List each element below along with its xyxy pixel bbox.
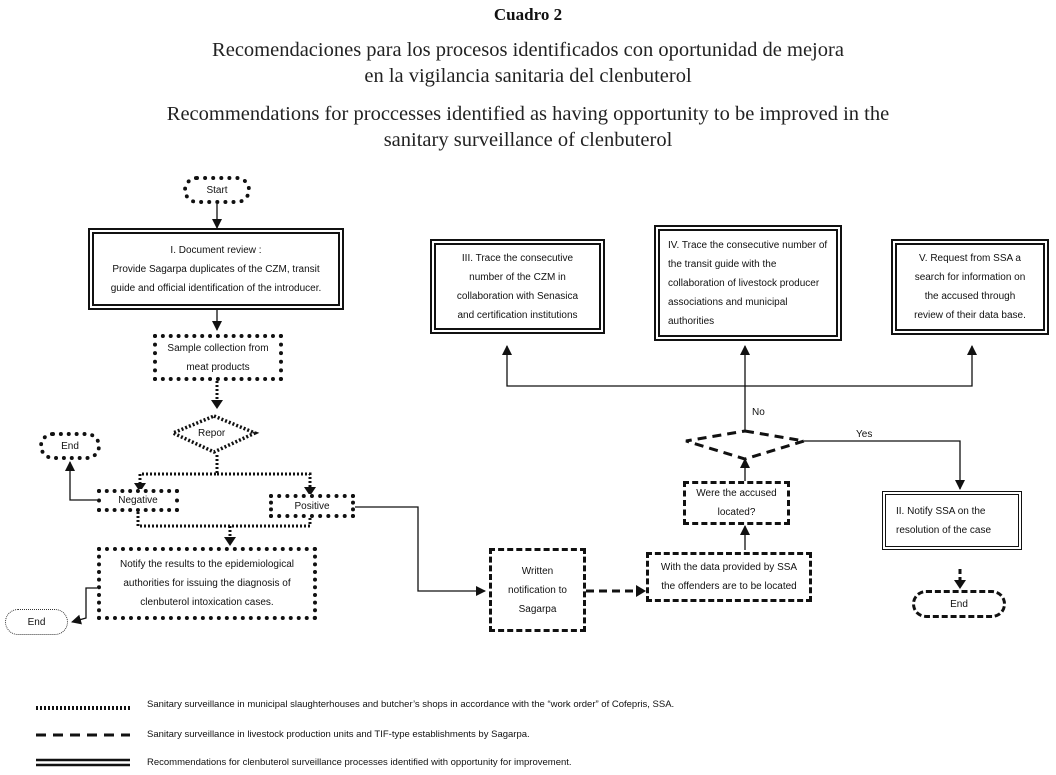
negative-box: Negative — [97, 489, 179, 512]
document-review-box: I. Document review : Provide Sagarpa dup… — [88, 228, 344, 310]
notify-ssa-box: II. Notify SSA on the resolution of the … — [882, 491, 1022, 550]
end-node-right: End — [912, 590, 1006, 618]
table-number: Cuadro 2 — [493, 5, 563, 24]
request-ssa-box: V. Request from SSA a search for informa… — [891, 239, 1049, 335]
negative-label: Negative — [118, 495, 158, 506]
yes-label: Yes — [856, 429, 873, 440]
accused-located-box: Were the accused located? — [683, 481, 790, 525]
end-node-left-top: End — [39, 432, 101, 460]
sample-collection-box: Sample collection from meat products — [153, 334, 283, 381]
request-ssa-label: V. Request from SSA a search for informa… — [914, 253, 1026, 321]
written-notification-label: Written notification to Sagarpa — [508, 565, 567, 615]
end-right-label: End — [950, 598, 968, 610]
trace-transit-label: IV. Trace the consecutive number of the … — [668, 239, 828, 327]
notify-epidemiological-box: Notify the results to the epidemiologica… — [97, 547, 317, 620]
data-ssa-box: With the data provided by SSA the offend… — [646, 552, 812, 602]
legend-double-text: Recommendations for clenbuterol surveill… — [147, 757, 572, 768]
title-spanish-line2: en la vigilancia sanitaria del clenbuter… — [364, 65, 692, 87]
document-review-body: Provide Sagarpa duplicates of the CZM, t… — [110, 263, 322, 294]
legend-dashed-text: Sanitary surveillance in livestock produ… — [147, 729, 530, 740]
title-english: Recommendations for proccesses identifie… — [0, 101, 1056, 153]
end-left-top-label: End — [61, 440, 79, 452]
end-node-left-bottom: End — [5, 609, 68, 635]
located-decision-diamond — [685, 429, 805, 461]
notify-epidemiological-label: Notify the results to the epidemiologica… — [120, 559, 294, 608]
document-review-title: I. Document review : — [170, 244, 262, 256]
report-decision-diamond — [168, 414, 260, 454]
positive-label: Positive — [294, 500, 330, 512]
report-label: Repor — [198, 428, 226, 439]
notify-ssa-label: II. Notify SSA on the resolution of the … — [896, 505, 992, 536]
title-spanish: Recomendaciones para los procesos identi… — [0, 37, 1056, 89]
title-spanish-line1: Recomendaciones para los procesos identi… — [212, 39, 844, 61]
end-left-bottom-label: End — [27, 616, 46, 628]
no-label: No — [752, 407, 765, 418]
legend-dotted-text: Sanitary surveillance in municipal slaug… — [147, 699, 675, 710]
written-notification-box: Written notification to Sagarpa — [489, 548, 586, 632]
trace-transit-box: IV. Trace the consecutive number of the … — [654, 225, 842, 341]
start-node: Start — [183, 176, 251, 204]
sample-collection-label: Sample collection from meat products — [167, 342, 269, 373]
start-label: Start — [206, 184, 228, 196]
title-english-line1: Recommendations for proccesses identifie… — [166, 103, 890, 125]
data-ssa-label: With the data provided by SSA the offend… — [660, 562, 798, 592]
accused-located-label: Were the accused located? — [696, 488, 777, 518]
positive-box: Positive — [269, 494, 355, 518]
trace-czm-box: III. Trace the consecutive number of the… — [430, 239, 605, 334]
title-english-line2: sanitary surveillance of clenbuterol — [383, 129, 673, 151]
trace-czm-label: III. Trace the consecutive number of the… — [456, 252, 579, 321]
